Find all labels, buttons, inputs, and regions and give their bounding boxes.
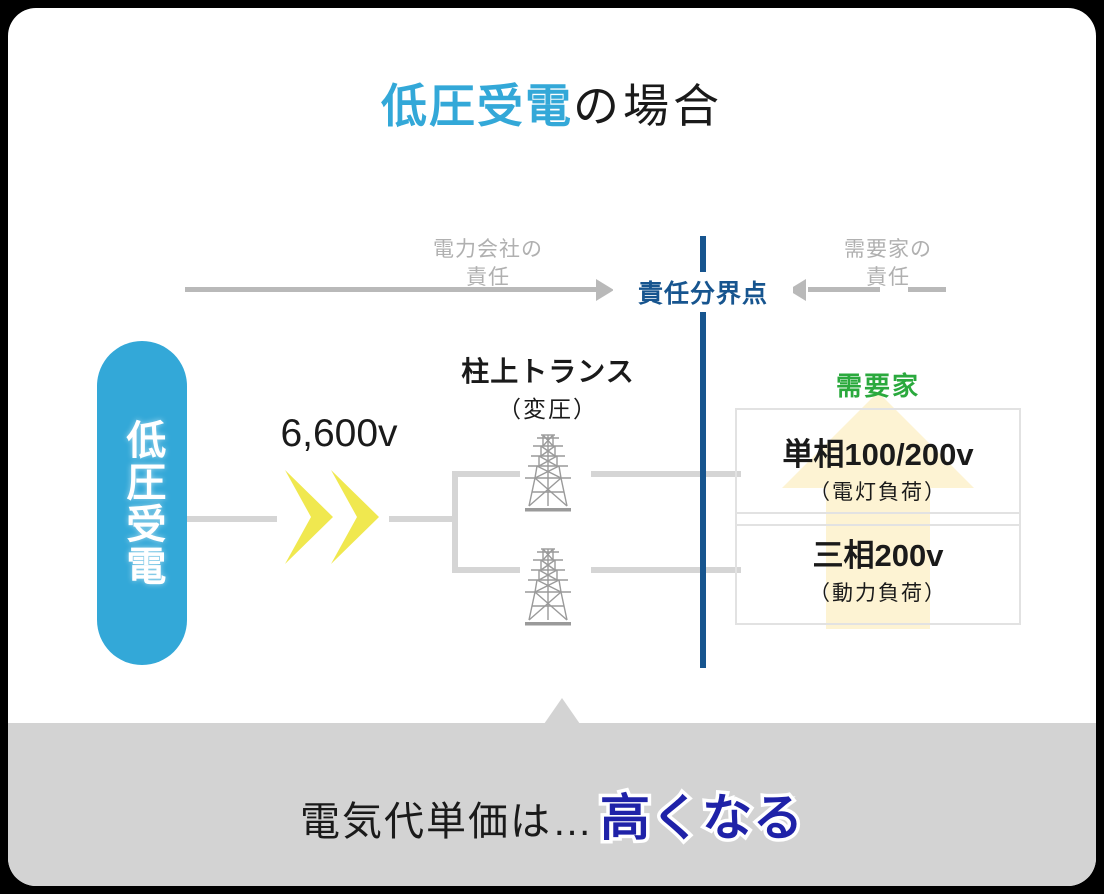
load-box-three-phase: 三相200v （動力負荷）	[735, 512, 1021, 625]
customer-responsibility-line2: 責任	[866, 266, 910, 290]
load-sub-label: （電灯負荷）	[809, 480, 947, 504]
utility-pole-transformer-icon	[525, 548, 571, 626]
customer-responsibility-line1: 需要家の	[844, 238, 932, 261]
low-voltage-source-capsule: 低圧受電	[97, 341, 187, 665]
customer-responsibility-label: 需要家の 責任	[803, 236, 973, 293]
wire-split-upper	[452, 471, 520, 477]
utility-pole-transformer-icon	[525, 434, 571, 512]
customer-house-arrow-icon	[782, 392, 974, 629]
arrow-right-icon	[596, 279, 614, 301]
wire-chevron-to-split	[389, 516, 455, 522]
conclusion-text: 電気代単価は…高くなる	[8, 778, 1096, 850]
conclusion-emphasis: 高くなる	[597, 787, 807, 850]
customer-label: 需要家	[835, 371, 920, 401]
band-notch-icon	[544, 698, 580, 724]
responsibility-boundary-line	[700, 236, 706, 668]
utility-responsibility-line1: 電力会社の	[433, 238, 543, 261]
page-title: 低圧受電の場合	[8, 70, 1096, 136]
wire-source-to-chevron	[187, 516, 277, 522]
responsibility-line-left-a	[185, 287, 560, 292]
boundary-point-label: 責任分界点	[613, 272, 793, 312]
voltage-label: 6,600v	[280, 412, 398, 455]
wire-split-lower	[452, 567, 520, 573]
conclusion-prefix: 電気代単価は…	[300, 800, 594, 844]
load-sub-label: （動力負荷）	[809, 582, 947, 605]
wire-transformer-to-load-lower	[591, 567, 741, 573]
page-title-rest: の場合	[573, 80, 723, 132]
transformer-subtitle: （変圧）	[498, 396, 598, 422]
load-main-label: 三相200v	[812, 538, 944, 573]
wire-transformer-to-load-upper	[591, 471, 741, 477]
responsibility-line-right-a	[808, 287, 880, 292]
power-flow-chevrons-icon	[285, 470, 379, 564]
responsibility-line-right-b	[908, 287, 946, 292]
conclusion-band	[8, 723, 1096, 886]
page-title-highlight: 低圧受電	[381, 80, 573, 132]
responsibility-line-left-b	[528, 287, 598, 292]
diagram-card: 低圧受電の場合 電力会社の 責任 需要家の 責任 責任分界点 低圧受電 6,60…	[8, 8, 1096, 886]
wire-split-vertical	[452, 471, 458, 573]
utility-responsibility-label: 電力会社の 責任	[398, 236, 578, 293]
load-box-single-phase: 単相100/200v （電灯負荷）	[735, 408, 1021, 526]
utility-responsibility-line2: 責任	[466, 266, 510, 290]
load-main-label: 単相100/200v	[782, 436, 974, 472]
transformer-title: 柱上トランス	[461, 356, 635, 387]
low-voltage-source-label: 低圧受電	[120, 419, 165, 587]
